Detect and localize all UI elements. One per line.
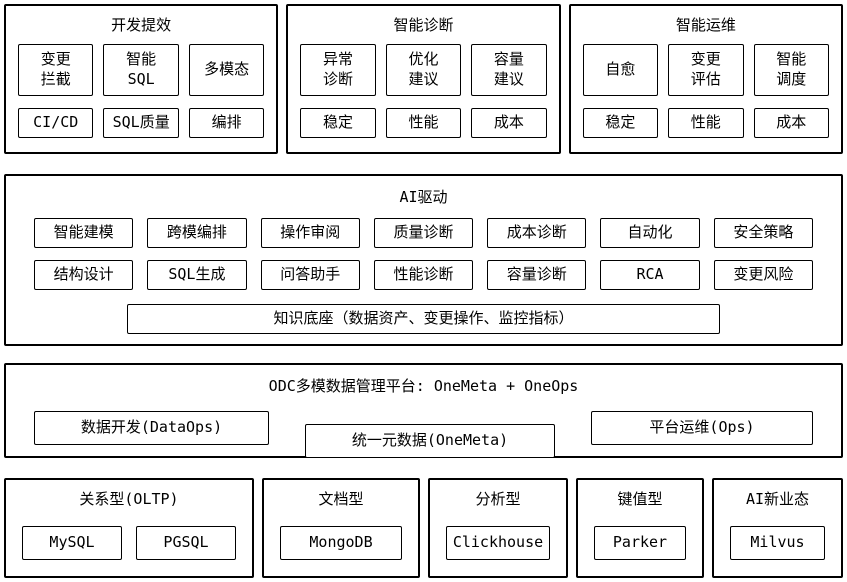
panel-keyvalue-db-title: 键值型 <box>617 490 663 508</box>
box-optimization-advice: 优化 建议 <box>385 43 462 96</box>
box-mysql: MySQL <box>22 525 122 560</box>
box-capacity-diagnosis: 容量诊断 <box>487 259 587 290</box>
panel-intelligent-ops: 智能运维 自愈 变更 评估 智能 调度 稳定 性能 成本 <box>568 4 843 154</box>
box-milvus: Milvus <box>730 525 825 560</box>
panel-ai-new-business: AI新业态 Milvus <box>712 478 843 578</box>
database-panels-row: 关系型(OLTP) MySQL PGSQL 文档型 MongoDB 分析型 Cl… <box>4 478 843 578</box>
panel-analytical-db: 分析型 Clickhouse <box>428 478 568 578</box>
odc-platform-boxes: 数据开发(DataOps) 统一元数据(OneMeta) 平台运维(Ops) <box>34 410 813 458</box>
box-parker: Parker <box>594 525 686 560</box>
box-smart-sql: 智能 SQL <box>103 43 179 96</box>
box-mongodb: MongoDB <box>280 525 402 560</box>
panel-intelligent-diagnosis-title: 智能诊断 <box>393 16 454 34</box>
box-knowledge-base: 知识底座（数据资产、变更操作、监控指标） <box>127 303 720 334</box>
box-cost-ops: 成本 <box>753 107 829 138</box>
box-smart-modeling: 智能建模 <box>34 217 134 248</box>
keyvalue-db-boxes: Parker <box>588 525 692 560</box>
panel-keyvalue-db: 键值型 Parker <box>576 478 704 578</box>
box-clickhouse: Clickhouse <box>446 525 550 560</box>
box-qa-assistant: 问答助手 <box>260 259 360 290</box>
box-sql-quality: SQL质量 <box>103 107 179 138</box>
box-cross-model-orchestration: 跨模编排 <box>147 217 247 248</box>
panel-dev-efficiency-title: 开发提效 <box>111 16 172 34</box>
panel-odc-platform-title: ODC多模数据管理平台: OneMeta + OneOps <box>268 377 579 395</box>
panel-document-db-title: 文档型 <box>318 490 364 508</box>
box-stability-ops: 稳定 <box>582 107 659 138</box>
box-change-intercept: 变更 拦截 <box>18 43 94 96</box>
box-pgsql: PGSQL <box>136 525 236 560</box>
box-multimodal: 多模态 <box>188 43 265 96</box>
box-structure-design: 结构设计 <box>34 259 134 290</box>
dev-efficiency-row1: 变更 拦截 智能 SQL 多模态 <box>18 43 265 96</box>
box-orchestration: 编排 <box>188 107 265 138</box>
box-operation-review: 操作审阅 <box>260 217 360 248</box>
box-sql-generation: SQL生成 <box>147 259 247 290</box>
box-capacity-advice: 容量 建议 <box>471 43 547 96</box>
panel-intelligent-ops-title: 智能运维 <box>675 16 736 34</box>
panel-relational-oltp-title: 关系型(OLTP) <box>79 490 179 508</box>
panel-ai-driven: AI驱动 智能建模 跨模编排 操作审阅 质量诊断 成本诊断 自动化 安全策略 结… <box>4 174 843 346</box>
box-smart-scheduling: 智能 调度 <box>753 43 829 96</box>
box-cost-diagnosis: 成本诊断 <box>487 217 587 248</box>
box-cicd: CI/CD <box>18 107 94 138</box>
box-automation: 自动化 <box>600 217 700 248</box>
box-rca: RCA <box>600 259 700 290</box>
box-anomaly-diagnosis: 异常 诊断 <box>300 43 376 96</box>
box-performance-ops: 性能 <box>668 107 744 138</box>
dev-efficiency-row2: CI/CD SQL质量 编排 <box>18 107 265 138</box>
panel-odc-platform: ODC多模数据管理平台: OneMeta + OneOps 数据开发(DataO… <box>4 363 843 458</box>
panel-dev-efficiency: 开发提效 变更 拦截 智能 SQL 多模态 CI/CD SQL质量 编排 <box>4 4 279 154</box>
panel-document-db: 文档型 MongoDB <box>262 478 420 578</box>
box-cost-diag: 成本 <box>471 107 547 138</box>
panel-intelligent-diagnosis: 智能诊断 异常 诊断 优化 建议 容量 建议 稳定 性能 成本 <box>286 4 561 154</box>
panel-analytical-db-title: 分析型 <box>475 490 521 508</box>
capability-panels-row: 开发提效 变更 拦截 智能 SQL 多模态 CI/CD SQL质量 编排 智能诊… <box>4 4 843 154</box>
box-dataops: 数据开发(DataOps) <box>34 410 269 445</box>
box-platform-ops: 平台运维(Ops) <box>591 410 813 445</box>
ai-driven-row1: 智能建模 跨模编排 操作审阅 质量诊断 成本诊断 自动化 安全策略 <box>34 217 813 248</box>
intelligent-diagnosis-row2: 稳定 性能 成本 <box>300 107 547 138</box>
intelligent-ops-row2: 稳定 性能 成本 <box>582 107 829 138</box>
box-self-healing: 自愈 <box>582 43 659 96</box>
box-performance-diagnosis: 性能诊断 <box>373 259 474 290</box>
box-stability-diag: 稳定 <box>300 107 376 138</box>
ai-new-business-boxes: Milvus <box>724 525 831 560</box>
box-quality-diagnosis: 质量诊断 <box>373 217 474 248</box>
panel-ai-driven-title: AI驱动 <box>399 188 448 206</box>
panel-relational-oltp: 关系型(OLTP) MySQL PGSQL <box>4 478 254 578</box>
analytical-db-boxes: Clickhouse <box>440 525 556 560</box>
box-onemeta: 统一元数据(OneMeta) <box>305 423 555 458</box>
ai-driven-row2: 结构设计 SQL生成 问答助手 性能诊断 容量诊断 RCA 变更风险 <box>34 259 813 290</box>
box-security-policy: 安全策略 <box>713 217 813 248</box>
document-db-boxes: MongoDB <box>274 525 408 560</box>
intelligent-diagnosis-row1: 异常 诊断 优化 建议 容量 建议 <box>300 43 547 96</box>
box-change-risk: 变更风险 <box>713 259 813 290</box>
panel-ai-new-business-title: AI新业态 <box>745 490 810 508</box>
box-performance-diag: 性能 <box>385 107 462 138</box>
box-change-assessment: 变更 评估 <box>668 43 744 96</box>
intelligent-ops-row1: 自愈 变更 评估 智能 调度 <box>582 43 829 96</box>
knowledge-base-row: 知识底座（数据资产、变更操作、监控指标） <box>34 303 813 334</box>
relational-oltp-boxes: MySQL PGSQL <box>16 525 242 560</box>
